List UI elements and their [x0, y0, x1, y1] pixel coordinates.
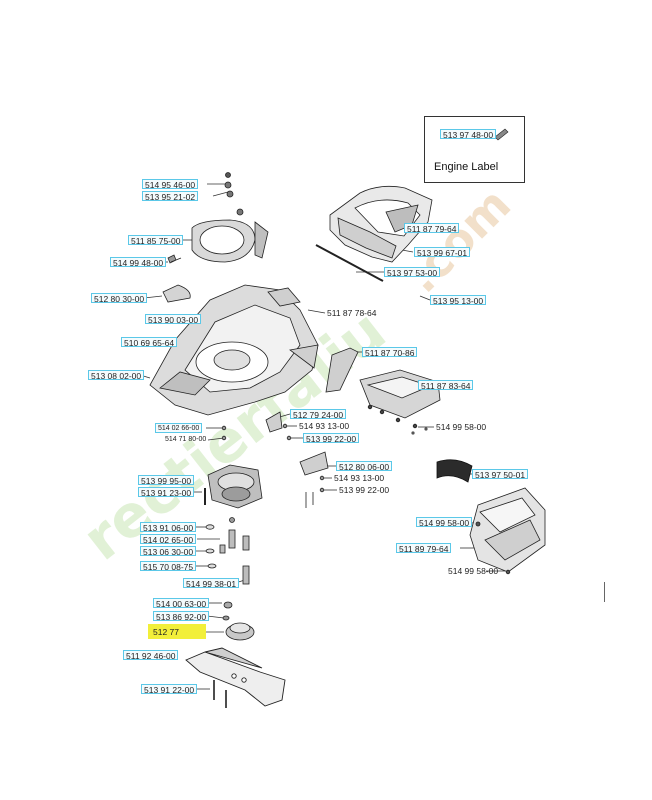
part-label[interactable]: 510 69 65-64: [121, 337, 178, 348]
part-label[interactable]: 513 91 22-00: [141, 684, 198, 695]
part-label[interactable]: 513 99 22-00: [339, 485, 390, 495]
part-label[interactable]: 513 97 48-00: [440, 129, 497, 140]
part-label[interactable]: 514 99 48-00: [110, 257, 167, 268]
part-label[interactable]: 514 93 13-00: [334, 473, 385, 483]
part-label[interactable]: 514 95 46-00: [142, 179, 199, 190]
part-label[interactable]: 513 90 03-00: [145, 314, 202, 325]
part-label[interactable]: 512 80 06-00: [336, 461, 393, 472]
part-label[interactable]: 513 95 21-02: [142, 191, 199, 202]
part-label[interactable]: 514 99 58-00: [436, 422, 487, 432]
part-label[interactable]: 511 85 75-00: [128, 235, 184, 246]
part-label[interactable]: 514 02 66-00: [155, 423, 203, 433]
part-label[interactable]: 513 08 02-00: [88, 370, 145, 381]
part-label[interactable]: 511 87 79-64: [404, 223, 460, 234]
part-label[interactable]: 514 99 58-00: [416, 517, 473, 528]
part-label[interactable]: 514 02 65-00: [140, 534, 197, 545]
part-label[interactable]: 513 95 13-00: [430, 295, 487, 306]
edge-mark: [604, 582, 605, 602]
part-label[interactable]: 515 70 08-75: [140, 561, 197, 572]
part-label[interactable]: 511 87 83-64: [418, 380, 474, 391]
part-label[interactable]: 512 77: [153, 627, 179, 637]
part-label[interactable]: 514 00 63-00: [153, 598, 210, 609]
engine-label-title: Engine Label: [434, 161, 499, 173]
part-label[interactable]: 513 97 53-00: [384, 267, 441, 278]
part-label[interactable]: 513 06 30-00: [140, 546, 197, 557]
part-label[interactable]: 514 93 13-00: [299, 421, 350, 431]
part-label[interactable]: 511 89 79-64: [396, 543, 452, 554]
part-label[interactable]: 511 87 70-86: [362, 347, 418, 358]
part-label[interactable]: 513 91 23-00: [138, 487, 195, 498]
part-label[interactable]: 514 99 58-00: [448, 566, 499, 576]
part-label[interactable]: 513 86 92-00: [153, 611, 210, 622]
part-label[interactable]: 512 80 30-00: [91, 293, 148, 304]
part-label[interactable]: 513 99 22-00: [303, 433, 360, 444]
part-label[interactable]: 514 99 38-01: [183, 578, 240, 589]
part-label[interactable]: 513 97 50-01: [472, 469, 529, 480]
part-label[interactable]: 511 87 78-64: [327, 308, 377, 318]
part-label[interactable]: 513 99 67-01: [414, 247, 471, 258]
part-label[interactable]: 513 91 06-00: [140, 522, 197, 533]
highlight-marker: [148, 624, 206, 639]
engine-label-box: Engine Label: [424, 116, 525, 183]
part-label[interactable]: 513 99 95-00: [138, 475, 195, 486]
part-label[interactable]: 512 79 24-00: [290, 409, 347, 420]
part-label[interactable]: 514 71 80-00: [165, 436, 207, 443]
part-label[interactable]: 511 92 46-00: [123, 650, 179, 661]
